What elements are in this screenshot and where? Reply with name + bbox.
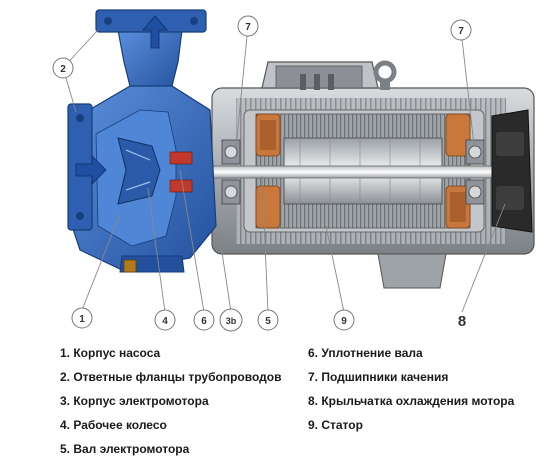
callout-1: 1 — [71, 307, 93, 329]
impeller — [117, 137, 161, 205]
bearing-rear — [465, 139, 485, 205]
flow-arrow-right-icon — [75, 155, 107, 185]
legend-item-6: 6. Уплотнение вала — [308, 346, 423, 360]
legend-item-2: 2. Ответные фланцы трубопроводов — [60, 370, 282, 384]
legend-item-3: 3. Корпус электромотора — [60, 394, 209, 408]
callout-6: 6 — [193, 309, 215, 331]
motor-foot — [377, 253, 447, 289]
cooling-fan — [491, 109, 533, 233]
svg-text:8: 8 — [458, 313, 466, 330]
legend-item-7: 7. Подшипники качения — [308, 370, 449, 384]
callout-8: 8 — [458, 313, 466, 330]
callout-leaders — [62, 25, 506, 313]
legend-item-9: 9. Статор — [308, 418, 363, 432]
terminal-box — [261, 61, 379, 90]
callout-9: 9 — [333, 309, 355, 331]
bearing-front — [221, 139, 241, 205]
svg-text:7: 7 — [458, 26, 464, 37]
svg-text:1: 1 — [79, 314, 85, 325]
legend-item-5: 5. Вал электромотора — [60, 442, 190, 456]
callout-7-front: 7 — [237, 15, 259, 37]
legend-item-1: 1. Корпус насоса — [60, 346, 161, 360]
callout-7-rear: 7 — [450, 19, 472, 41]
svg-text:9: 9 — [341, 316, 347, 327]
shaft-seal — [169, 151, 193, 193]
svg-text:4: 4 — [162, 316, 168, 327]
callout-4: 4 — [154, 309, 176, 331]
callout-2: 2 — [52, 57, 74, 79]
legend-item-8: 8. Крыльчатка охлаждения мотора — [308, 394, 515, 408]
svg-text:6: 6 — [201, 316, 207, 327]
callout-3b: 3b — [219, 308, 243, 332]
svg-text:5: 5 — [265, 316, 271, 327]
pump-cross-section-diagram: 2 7 7 1 4 6 3b 5 9 8 — [52, 9, 535, 332]
svg-text:3b: 3b — [226, 316, 237, 326]
svg-text:2: 2 — [60, 64, 66, 75]
svg-text:7: 7 — [245, 22, 251, 33]
flow-arrow-up-icon — [142, 15, 168, 49]
lifting-eye — [373, 60, 397, 90]
callout-5: 5 — [257, 309, 279, 331]
legend-item-4: 4. Рабочее колесо — [60, 418, 167, 432]
